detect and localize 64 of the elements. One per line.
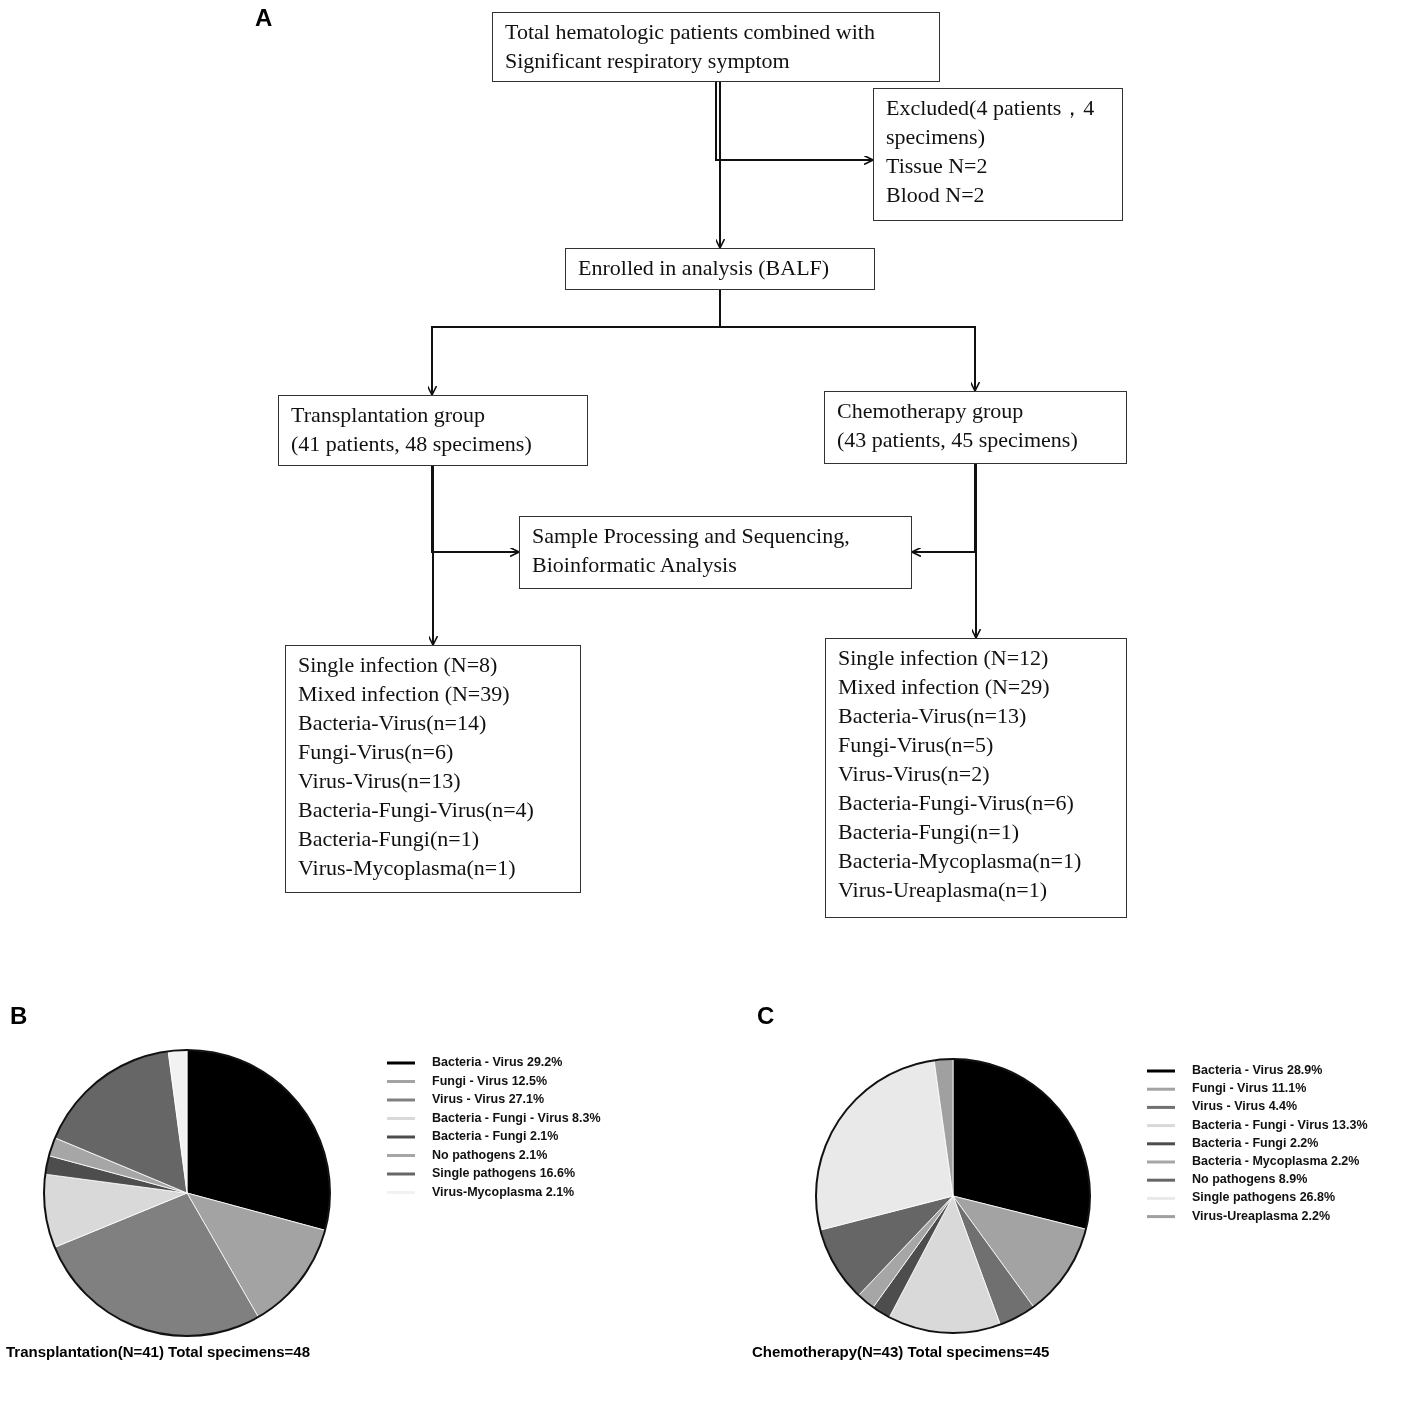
- node-text: Transplantation group: [291, 401, 487, 429]
- node-text: Blood N=2: [886, 181, 986, 209]
- legend-label: Bacteria - Fungi 2.2%: [1192, 1135, 1319, 1150]
- node-text: Sample Processing and Sequencing, Bioinformatic Analysis: [532, 522, 851, 579]
- node-text: Tissue N=2: [886, 152, 989, 180]
- arrow: [970, 463, 982, 639]
- node-text: Bacteria-Fungi(n=1): [298, 825, 481, 853]
- legend-label: Virus - Virus 27.1%: [432, 1092, 545, 1106]
- node-text: Bacteria-Fungi-Virus(n=4): [298, 796, 535, 824]
- node-text: Excluded(4 patients，4 specimens): [886, 94, 1096, 151]
- node-text: Total hematologic patients combined with Significant respiratory symptom: [505, 18, 876, 75]
- legend-label: Fungi - Virus 12.5%: [432, 1073, 548, 1088]
- node-text: Single infection (N=8): [298, 651, 499, 679]
- legend-label: Virus-Ureaplasma 2.2%: [1192, 1208, 1331, 1223]
- arrow: [911, 463, 976, 558]
- arrow: [431, 465, 520, 558]
- node-text: Bacteria-Virus(n=13): [838, 702, 1028, 730]
- node-text: Virus-Virus(n=2): [838, 760, 991, 788]
- panel-label: C: [757, 1002, 775, 1030]
- panel-label: B: [10, 1002, 28, 1030]
- process-box: [825, 638, 1127, 918]
- node-text: Enrolled in analysis (BALF): [578, 254, 831, 282]
- legend-label: Single pathogens 26.8%: [1192, 1190, 1336, 1205]
- arrow: [719, 289, 981, 392]
- node-text: (41 patients, 48 specimens): [291, 430, 533, 458]
- arrow: [714, 81, 726, 249]
- legend-label: Fungi - Virus 11.1%: [1192, 1081, 1307, 1096]
- legend-label: Bacteria - Mycoplasma 2.2%: [1192, 1154, 1360, 1168]
- node-text: Chemotherapy group: [837, 397, 1025, 425]
- legend-label: No pathogens 2.1%: [432, 1147, 548, 1162]
- node-text: Bacteria-Fungi-Virus(n=6): [838, 789, 1075, 817]
- node-text: Virus-Ureaplasma(n=1): [838, 876, 1048, 904]
- node-text: (43 patients, 45 specimens): [837, 426, 1079, 454]
- panel-label: A: [255, 4, 273, 32]
- arrow: [715, 81, 874, 166]
- node-text: Virus-Mycoplasma(n=1): [298, 854, 517, 882]
- legend-label: Bacteria - Virus 28.9%: [1192, 1063, 1323, 1077]
- node-text: Fungi-Virus(n=5): [838, 731, 995, 759]
- legend-label: Virus-Mycoplasma 2.1%: [432, 1184, 575, 1199]
- legend-label: Bacteria - Fungi 2.1%: [432, 1129, 559, 1143]
- node-text: Mixed infection (N=39): [298, 680, 511, 708]
- node-text: Virus-Virus(n=13): [298, 767, 462, 795]
- legend-label: Bacteria - Fungi - Virus 13.3%: [1192, 1117, 1368, 1132]
- chart-title: Chemotherapy(N=43) Total specimens=45: [752, 1343, 1050, 1360]
- node-text: Mixed infection (N=29): [838, 673, 1051, 701]
- process-box: [285, 645, 581, 893]
- process-box: [873, 88, 1123, 221]
- node-text: Single infection (N=12): [838, 644, 1050, 672]
- process-box: [519, 516, 912, 589]
- process-box: [565, 248, 875, 290]
- node-text: Bacteria-Virus(n=14): [298, 709, 488, 737]
- legend-label: No pathogens 8.9%: [1192, 1172, 1308, 1187]
- legend-label: Bacteria - Virus 29.2%: [432, 1055, 563, 1069]
- legend-label: Single pathogens 16.6%: [432, 1166, 576, 1180]
- node-text: Fungi-Virus(n=6): [298, 738, 455, 766]
- process-box: [824, 391, 1127, 464]
- arrow: [427, 465, 439, 646]
- legend-label: Virus - Virus 4.4%: [1192, 1099, 1298, 1114]
- chart-title: Transplantation(N=41) Total specimens=48: [6, 1343, 310, 1360]
- node-text: Bacteria-Fungi(n=1): [838, 818, 1021, 846]
- process-box: [492, 12, 940, 82]
- process-box: [278, 395, 588, 466]
- legend-label: Bacteria - Fungi - Virus 8.3%: [432, 1110, 601, 1125]
- node-text: Bacteria-Mycoplasma(n=1): [838, 847, 1083, 875]
